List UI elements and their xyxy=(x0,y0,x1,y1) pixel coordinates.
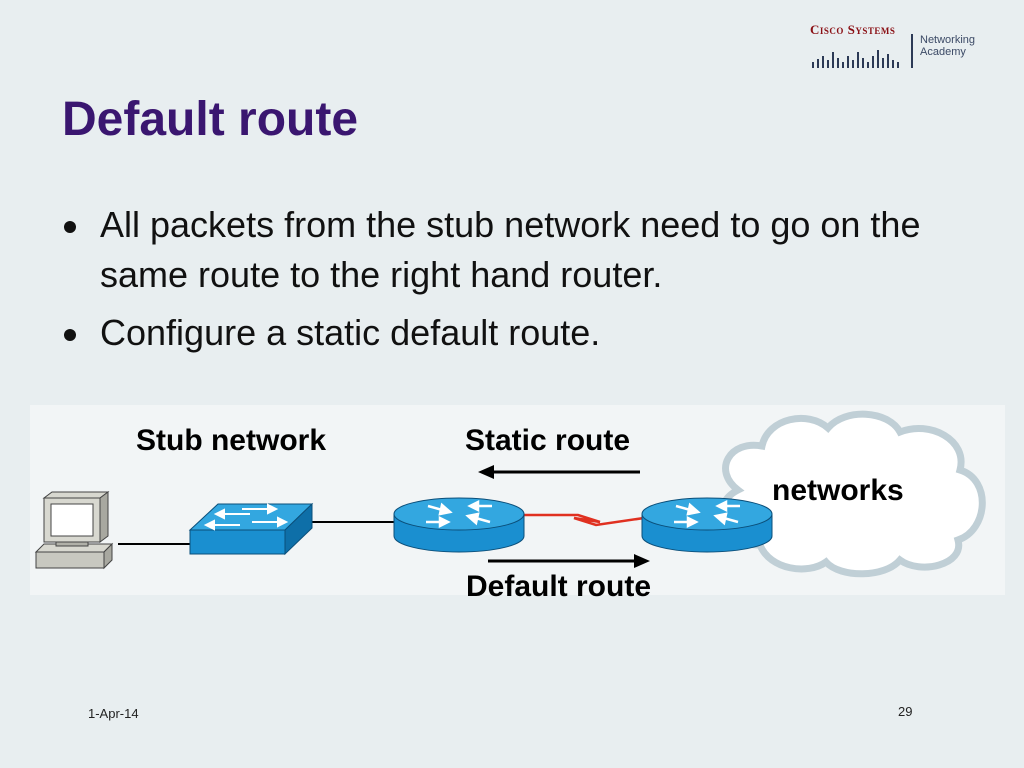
default-route-label: Default route xyxy=(466,570,652,603)
stub-network-label: Stub network xyxy=(136,424,327,457)
static-route-label: Static route xyxy=(465,424,631,457)
cisco-logo: Cisco Systems Networking Academy xyxy=(810,22,990,70)
logo-brand-text: Cisco Systems xyxy=(810,22,896,37)
logo-academy-line1: Networking xyxy=(920,34,976,46)
bullet-dot-icon xyxy=(64,329,76,341)
bullet-item: All packets from the stub network need t… xyxy=(62,200,982,300)
networks-label: networks xyxy=(772,474,904,507)
logo-academy-line2: Academy xyxy=(920,46,966,58)
networks-cloud-icon xyxy=(717,410,986,578)
logo-academy-text: Networking Academy xyxy=(920,34,975,58)
bullet-text: All packets from the stub network need t… xyxy=(100,204,921,295)
page-number: 29 xyxy=(898,704,913,719)
bullet-text: Configure a static default route. xyxy=(100,312,601,353)
switch-icon xyxy=(188,502,314,556)
bullet-dot-icon xyxy=(64,221,76,233)
pc-icon xyxy=(34,491,114,570)
bullet-list: All packets from the stub network need t… xyxy=(62,200,982,366)
left-router-icon xyxy=(393,497,525,553)
bullet-item: Configure a static default route. xyxy=(62,308,982,358)
footer-date: 1-Apr-14 xyxy=(88,706,139,721)
serial-link xyxy=(524,513,645,527)
static-route-arrow xyxy=(478,465,640,479)
default-route-arrow xyxy=(488,554,650,568)
logo-divider xyxy=(911,34,913,68)
network-diagram xyxy=(30,405,1005,595)
slide-title: Default route xyxy=(62,93,359,146)
right-router-icon xyxy=(641,497,773,553)
cisco-bars-icon xyxy=(812,50,899,68)
